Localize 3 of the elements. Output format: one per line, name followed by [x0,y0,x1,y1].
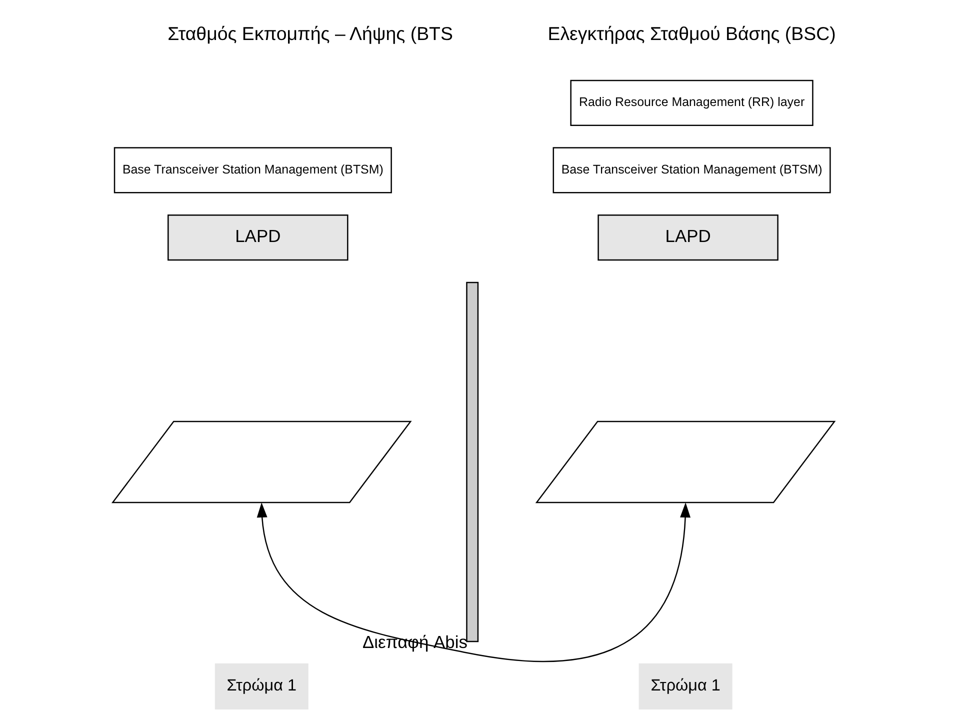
edge-label: Διεπαφή Abis [362,632,467,652]
label: Σταθμός Εκπομπής – Λήψης (BTS [167,22,452,44]
label: Ελεγκτήρας Σταθμού Βάσης (BSC) [547,22,836,44]
